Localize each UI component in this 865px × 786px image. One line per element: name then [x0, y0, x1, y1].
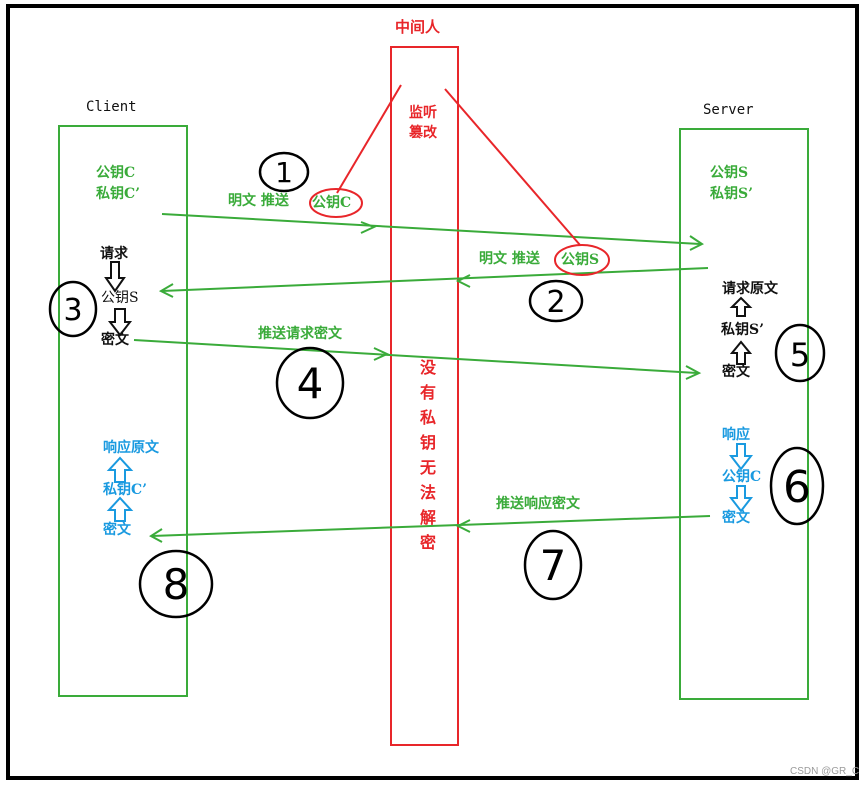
client-label: Client [86, 99, 137, 115]
down-arrow-icon [728, 443, 754, 471]
client-box [58, 125, 188, 697]
client-private-key-2: 私钥C’ [103, 482, 148, 498]
arrow-1-label: 明文 推送 [228, 193, 289, 209]
down-arrow-icon [104, 261, 126, 293]
step-4-circle [275, 346, 345, 420]
arrow-1-key: 公钥C [312, 195, 352, 211]
arrow-7-head [149, 528, 163, 543]
down-arrow-icon [107, 308, 133, 337]
green-arrows [133, 213, 711, 543]
intercept-line-right [444, 88, 581, 246]
mitm-box [390, 46, 459, 746]
step-1-circle [258, 151, 310, 193]
server-private-key: 私钥S’ [710, 186, 753, 202]
step-4-number: 4 [297, 359, 324, 408]
outer-frame [6, 4, 859, 780]
arrow-2-line [161, 267, 709, 292]
up-arrow-icon [729, 296, 753, 317]
step-5-circle [774, 323, 826, 383]
server-private-key-2: 私钥S’ [721, 322, 764, 338]
step-3-number: 3 [63, 293, 82, 328]
arrow-7-line [151, 515, 711, 537]
step-3-circle [48, 280, 98, 338]
step-7-circle [523, 529, 583, 601]
arrow-2-mid-head [455, 274, 471, 288]
ellipse-pubS [554, 244, 610, 276]
client-public-key: 公钥C [96, 165, 136, 181]
server-box [679, 128, 809, 700]
step-7-number: 7 [540, 541, 567, 590]
step-6-number: 6 [783, 462, 811, 513]
client-flow-arrows [104, 261, 133, 337]
step-6-circle [769, 446, 825, 526]
down-arrow-icon [728, 485, 754, 513]
arrow-2-head [158, 283, 174, 298]
step-circles [48, 151, 826, 619]
ellipse-pubC [309, 188, 363, 218]
arrow-1-head [689, 235, 704, 251]
mitm-listen: 监听 [409, 105, 437, 121]
no-key-char: 没 [419, 358, 436, 377]
mitm-no-key-text: 没 有 私 钥 无 法 解 密 [416, 355, 440, 555]
arrow-1-line [161, 213, 701, 245]
interception-marks [309, 84, 610, 276]
step-8-number: 8 [163, 560, 190, 609]
server-label: Server [703, 102, 754, 118]
client-server-pubkey: 公钥S [101, 290, 139, 306]
arrow-2-key: 公钥S [561, 252, 600, 268]
server-ciphertext: 密文 [722, 364, 750, 380]
server-response: 响应 [722, 427, 750, 443]
step-5-number: 5 [790, 336, 810, 374]
arrow-2-label: 明文 推送 [479, 251, 540, 267]
server-flow-arrows [729, 296, 753, 365]
no-key-char: 钥 [419, 433, 436, 452]
arrow-7-label: 推送响应密文 [496, 496, 580, 512]
step-numbers: 1 2 3 4 5 6 7 8 [63, 156, 811, 609]
no-key-char: 密 [419, 533, 436, 552]
step-2-number: 2 [546, 285, 565, 320]
step-8-circle [138, 549, 214, 619]
up-arrow-icon [729, 340, 753, 365]
step-2-circle [528, 279, 584, 323]
watermark: CSDN @GR_C [790, 766, 860, 777]
arrow-7-mid-head [455, 519, 471, 533]
up-arrow-icon [106, 496, 134, 522]
mitm-title: 中间人 [395, 18, 441, 36]
step-1-number: 1 [275, 156, 293, 189]
client-private-key: 私钥C’ [96, 186, 141, 202]
arrow-4-mid-head [373, 347, 390, 361]
arrow-4-head [685, 365, 702, 380]
no-key-char: 私 [419, 408, 436, 427]
client-ciphertext: 密文 [101, 332, 129, 348]
mitm-tamper: 篡改 [409, 125, 437, 141]
no-key-char: 法 [419, 483, 436, 502]
arrow-4-line [133, 339, 698, 374]
server-client-pubkey: 公钥C [722, 469, 762, 485]
blue-flow-arrows [106, 443, 754, 522]
intercept-line-left [336, 84, 402, 194]
client-request: 请求 [100, 246, 128, 262]
client-response-plain: 响应原文 [103, 440, 159, 456]
server-public-key: 公钥S [710, 165, 749, 181]
arrow-4-label: 推送请求密文 [258, 326, 342, 342]
no-key-char: 无 [419, 458, 436, 477]
client-response-cipher: 密文 [103, 522, 131, 538]
arrow-1-mid-head [360, 221, 377, 234]
server-response-cipher: 密文 [722, 510, 750, 526]
up-arrow-icon [106, 456, 134, 483]
no-key-char: 有 [419, 383, 436, 402]
server-request-plain: 请求原文 [722, 281, 778, 297]
no-key-char: 解 [419, 508, 436, 527]
